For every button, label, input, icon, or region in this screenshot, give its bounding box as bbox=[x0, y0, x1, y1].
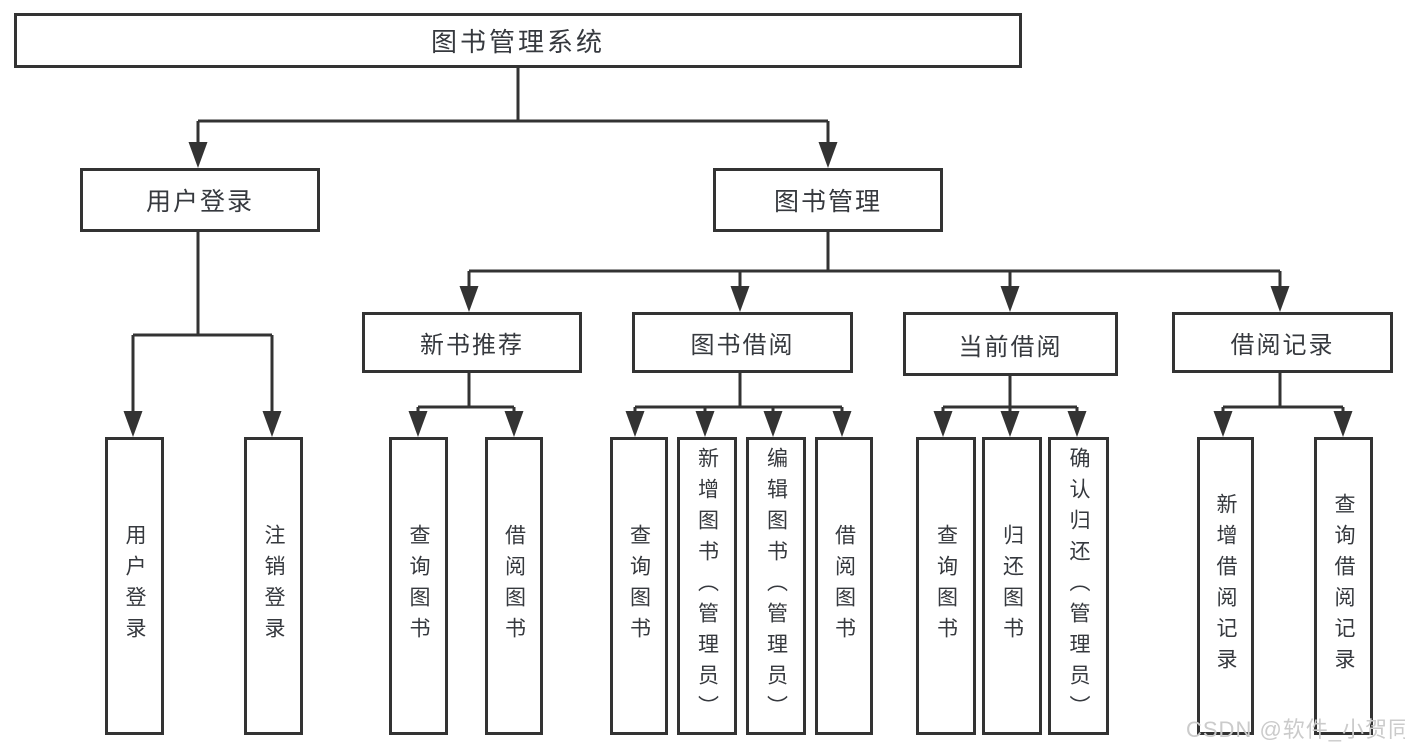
node-bb-edit-books-admin-label: 编辑图书（管理员） bbox=[764, 446, 788, 726]
node-book-borrowing-label: 图书借阅 bbox=[690, 332, 795, 359]
node-book-management: 图书管理 bbox=[713, 168, 943, 232]
node-bb-edit-books-admin: 编辑图书（管理员） bbox=[746, 437, 806, 735]
node-cb-return-books-label: 归还图书 bbox=[1000, 524, 1024, 648]
node-book-management-system-label: 图书管理系统 bbox=[430, 27, 605, 57]
node-nb-query-books: 查询图书 bbox=[389, 437, 448, 735]
node-new-book-recommend: 新书推荐 bbox=[362, 312, 582, 373]
node-bb-borrow-books: 借阅图书 bbox=[815, 437, 873, 735]
node-bb-add-books-admin-label: 新增图书（管理员） bbox=[695, 446, 719, 726]
node-cb-return-books: 归还图书 bbox=[982, 437, 1042, 735]
node-logout: 注销登录 bbox=[244, 437, 303, 735]
arrowheads bbox=[123, 142, 1353, 437]
node-bb-query-books: 查询图书 bbox=[610, 437, 668, 735]
node-current-borrowing-label: 当前借阅 bbox=[958, 333, 1063, 361]
node-cb-confirm-return-admin-label: 确认归还（管理员） bbox=[1067, 446, 1091, 726]
node-book-management-system: 图书管理系统 bbox=[14, 13, 1022, 68]
node-logout-label: 注销登录 bbox=[262, 524, 286, 648]
node-br-add-record-label: 新增借阅记录 bbox=[1214, 493, 1238, 679]
node-nb-borrow-books-label: 借阅图书 bbox=[502, 524, 526, 648]
node-br-query-record: 查询借阅记录 bbox=[1314, 437, 1373, 735]
node-cb-query-books: 查询图书 bbox=[916, 437, 976, 735]
node-bb-query-books-label: 查询图书 bbox=[627, 524, 651, 648]
node-borrowing-records: 借阅记录 bbox=[1172, 312, 1393, 373]
csdn-watermark: CSDN @软件_小贺同学 bbox=[1186, 717, 1405, 742]
node-user-login-action-label: 用户登录 bbox=[123, 524, 147, 648]
node-bb-borrow-books-label: 借阅图书 bbox=[832, 524, 856, 648]
node-br-add-record: 新增借阅记录 bbox=[1197, 437, 1254, 735]
node-book-borrowing: 图书借阅 bbox=[632, 312, 853, 373]
node-new-book-recommend-label: 新书推荐 bbox=[420, 332, 524, 359]
node-br-query-record-label: 查询借阅记录 bbox=[1332, 493, 1356, 679]
node-nb-query-books-label: 查询图书 bbox=[407, 524, 431, 648]
node-book-management-label: 图书管理 bbox=[773, 188, 882, 216]
node-nb-borrow-books: 借阅图书 bbox=[485, 437, 543, 735]
node-user-login: 用户登录 bbox=[80, 168, 320, 232]
node-borrowing-records-label: 借阅记录 bbox=[1230, 332, 1335, 359]
node-user-login-action: 用户登录 bbox=[105, 437, 164, 735]
node-cb-confirm-return-admin: 确认归还（管理员） bbox=[1048, 437, 1109, 735]
node-current-borrowing: 当前借阅 bbox=[903, 312, 1118, 376]
node-bb-add-books-admin: 新增图书（管理员） bbox=[677, 437, 737, 735]
node-cb-query-books-label: 查询图书 bbox=[934, 524, 958, 648]
node-user-login-label: 用户登录 bbox=[145, 188, 254, 216]
